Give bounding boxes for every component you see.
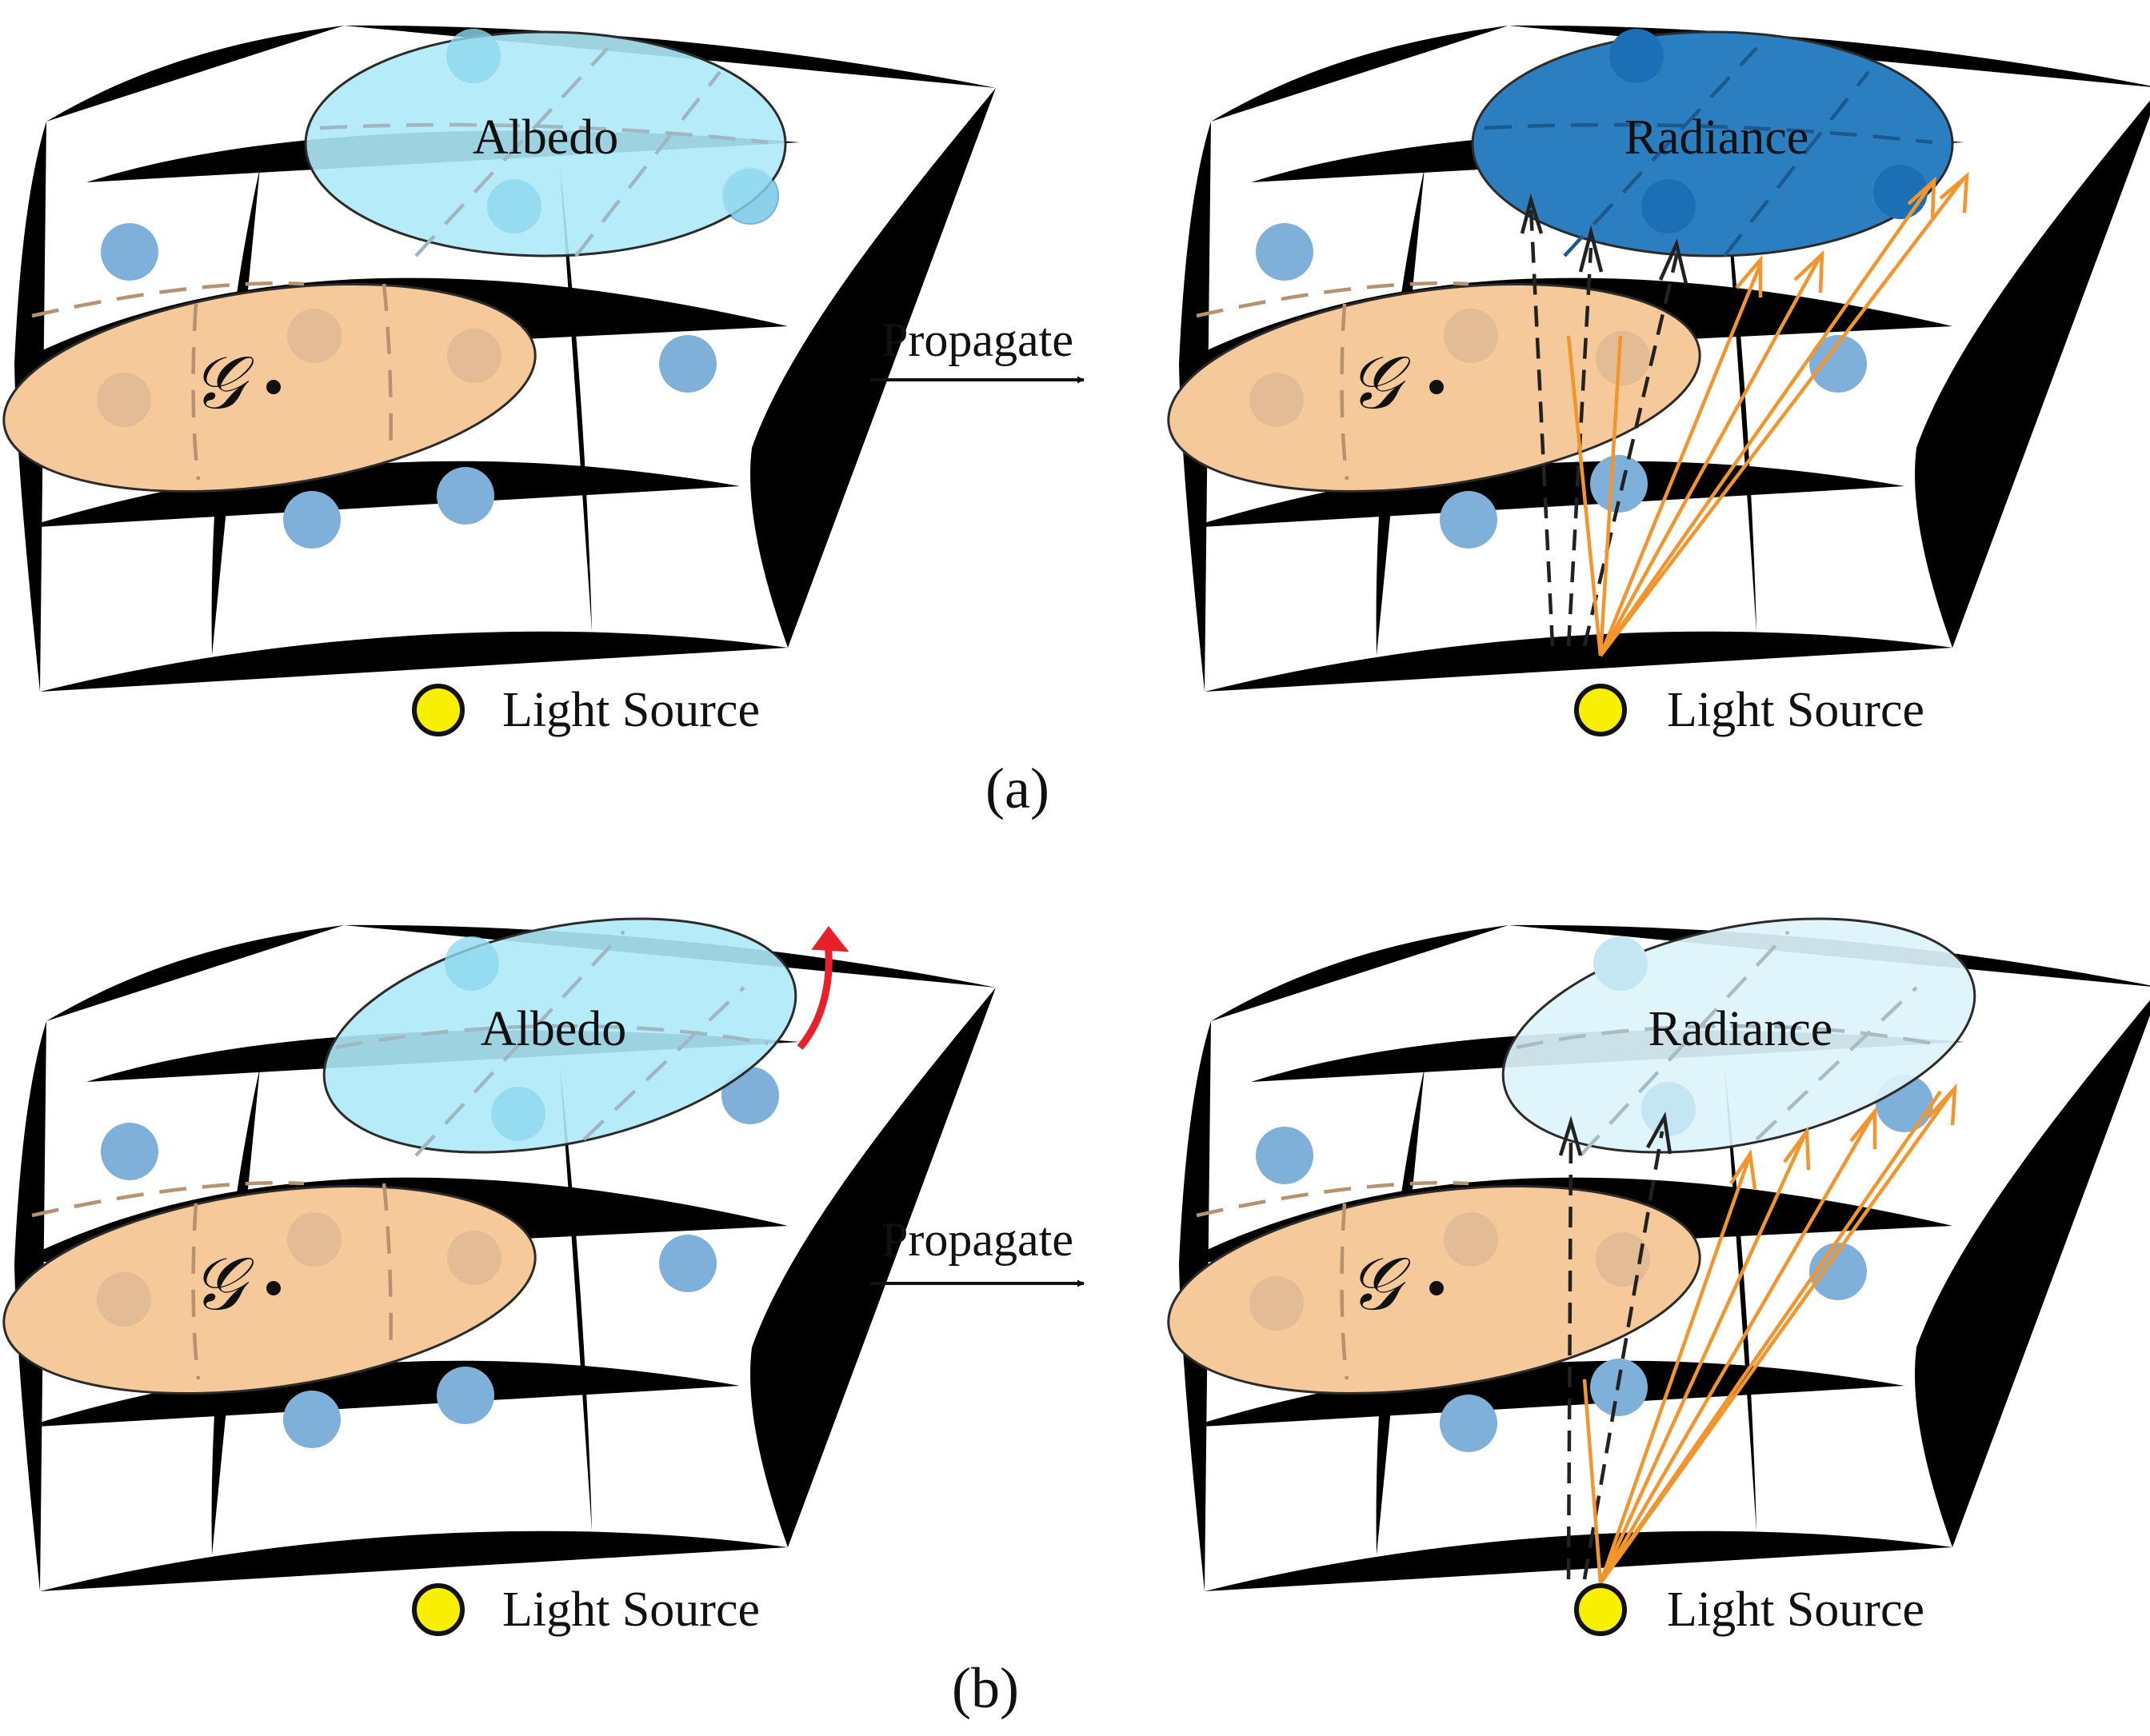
caption-b: (b) [952, 1656, 1019, 1720]
radiance-ellipse: Radiance [1501, 917, 1976, 1157]
rotation-arrow [797, 926, 849, 1050]
light-legend: Light Source [412, 1582, 760, 1637]
radiance-label: Radiance [1624, 110, 1809, 165]
light-source-icon [1574, 1583, 1627, 1636]
light-rays [1566, 171, 1969, 657]
gaussian-center-dot [266, 380, 281, 394]
propagate-arrow: Propagate [870, 313, 1085, 384]
propagate-label: Propagate [881, 1213, 1073, 1266]
light-source-label: Light Source [502, 1582, 760, 1637]
point-cloud [1256, 1075, 1933, 1452]
albedo-label: Albedo [473, 110, 619, 165]
gaussian-ellipse: 𝒢 [2, 1180, 537, 1395]
gaussian-center-dot [1429, 380, 1444, 394]
albedo-ellipse-rotated: Albedo [322, 917, 797, 1157]
light-source-icon [412, 1583, 465, 1636]
albedo-ellipse: Albedo [304, 29, 787, 257]
light-source-icon [412, 684, 465, 736]
gaussian-center-dot [266, 1281, 281, 1295]
caption-a: (a) [985, 756, 1049, 820]
propagate-label: Propagate [881, 313, 1073, 366]
light-rays [1582, 1083, 1957, 1585]
panel-b-left: Albedo 𝒢 Light Source [2, 917, 996, 1637]
propagate-arrow: Propagate [870, 1213, 1085, 1287]
panel-b-right: 𝒢 Radiance [1167, 917, 2150, 1637]
light-source-label: Light Source [1667, 1582, 1924, 1637]
gaussian-ellipse: 𝒢 [2, 281, 537, 493]
light-legend: Light Source [1574, 1582, 1924, 1637]
panel-b: Albedo 𝒢 Light Source [2, 917, 2150, 1720]
light-legend: Light Source [412, 683, 760, 737]
panel-a-left: Albedo 𝒢 Light Source [2, 25, 996, 737]
gaussian-ellipse: 𝒢 [1167, 1180, 1701, 1395]
gaussian-center-dot [1429, 1281, 1444, 1295]
occluded-rays [1558, 1111, 1672, 1580]
light-source-label: Light Source [502, 683, 760, 737]
panel-a-right: 𝒢 Radiance [1167, 25, 2150, 737]
panel-a: Albedo 𝒢 Light Source Propagate [2, 25, 2150, 820]
point-cloud [1256, 223, 1867, 549]
light-legend: Light Source [1574, 683, 1924, 737]
light-source-label: Light Source [1667, 683, 1924, 737]
radiance-label: Radiance [1648, 1002, 1833, 1056]
albedo-label: Albedo [481, 1002, 627, 1056]
light-source-icon [1574, 684, 1627, 736]
radiance-ellipse: Radiance [1471, 29, 1954, 257]
